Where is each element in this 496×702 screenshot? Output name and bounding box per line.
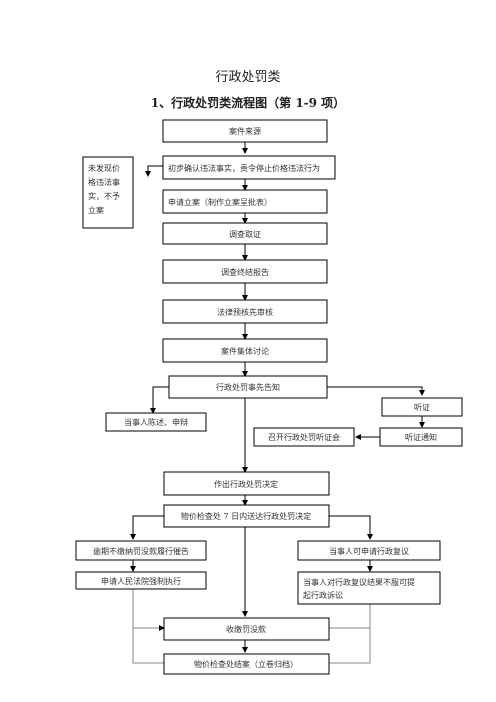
svg-text:格违法事: 格违法事 xyxy=(88,177,120,187)
node-investigate: 调查取证 xyxy=(162,222,328,245)
svg-text:实，不予: 实，不予 xyxy=(88,191,120,201)
node-investigation-report: 调查终结报告 xyxy=(162,259,328,284)
node-overdue-notice: 逾期不缴纳罚没款履行催告 xyxy=(75,540,207,561)
node-confirm-violation: 初步确认违法事实，责令停止价格违法行为 xyxy=(162,155,336,180)
node-case-source: 案件来源 xyxy=(162,119,328,143)
node-close-case: 物价检查处结案（立卷归档） xyxy=(163,653,330,675)
page-subtitle: 1、行政处罚类流程图（第 1-9 项） xyxy=(150,96,346,110)
connectors xyxy=(130,142,425,664)
node-hearing-notice: 听证通知 xyxy=(379,427,463,447)
svg-text:作出行政处罚决定: 作出行政处罚决定 xyxy=(214,479,278,489)
node-court-enforce: 申请人民法院强制执行 xyxy=(75,571,207,590)
node-collective-discussion: 案件集体讨论 xyxy=(162,338,328,363)
svg-text:案件集体讨论: 案件集体讨论 xyxy=(221,346,269,356)
svg-text:物价检查处结案（立卷归档）: 物价检查处结案（立卷归档） xyxy=(194,659,298,669)
svg-text:立案: 立案 xyxy=(88,205,104,215)
svg-text:未发现价: 未发现价 xyxy=(88,163,120,173)
node-hearing: 听证 xyxy=(381,397,463,417)
svg-text:调查取证: 调查取证 xyxy=(229,229,261,239)
svg-text:案件来源: 案件来源 xyxy=(229,126,261,136)
svg-text:当事人陈述、申辩: 当事人陈述、申辩 xyxy=(124,417,188,427)
svg-text:听证: 听证 xyxy=(414,403,430,412)
svg-text:当事人对行政复议结果不服可提: 当事人对行政复议结果不服可提 xyxy=(303,577,415,587)
node-no-violation: 未发现价 格违法事 实，不予 立案 xyxy=(82,156,134,229)
svg-text:调查终结报告: 调查终结报告 xyxy=(221,267,269,277)
svg-text:行政处罚事先告知: 行政处罚事先告知 xyxy=(216,382,280,392)
node-legal-review: 法律预核先审核 xyxy=(162,299,328,324)
node-collect-fine: 收缴罚没款 xyxy=(163,617,330,641)
svg-text:法律预核先审核: 法律预核先审核 xyxy=(217,307,273,317)
node-deliver-decision: 物价检查处 7 日内送达行政处罚决定 xyxy=(163,504,330,528)
node-prior-notice: 行政处罚事先告知 xyxy=(168,375,328,399)
node-hold-hearing: 召开行政处罚听证会 xyxy=(253,427,355,447)
svg-text:初步确认违法事实，责令停止价格违法行为: 初步确认违法事实，责令停止价格违法行为 xyxy=(168,163,320,173)
svg-text:申请人民法院强制执行: 申请人民法院强制执行 xyxy=(101,576,181,586)
svg-text:收缴罚没款: 收缴罚没款 xyxy=(226,624,266,634)
svg-text:申请立案（制作立案呈批表）: 申请立案（制作立案呈批表） xyxy=(168,197,272,207)
page-title: 行政处罚类 xyxy=(215,70,281,85)
svg-text:听证通知: 听证通知 xyxy=(405,432,437,442)
node-lawsuit: 当事人对行政复议结果不服可提 起行政诉讼 xyxy=(297,571,441,605)
svg-text:物价检查处 7 日内送达行政处罚决定: 物价检查处 7 日内送达行政处罚决定 xyxy=(181,511,311,521)
svg-text:当事人可申请行政复议: 当事人可申请行政复议 xyxy=(329,546,409,556)
node-statement-defense: 当事人陈述、申辩 xyxy=(105,412,207,432)
svg-text:召开行政处罚听证会: 召开行政处罚听证会 xyxy=(268,432,340,442)
node-apply-filing: 申请立案（制作立案呈批表） xyxy=(162,189,328,214)
svg-text:起行政诉讼: 起行政诉讼 xyxy=(303,590,343,600)
node-make-decision: 作出行政处罚决定 xyxy=(163,471,330,496)
node-apply-review: 当事人可申请行政复议 xyxy=(297,540,441,561)
svg-text:逾期不缴纳罚没款履行催告: 逾期不缴纳罚没款履行催告 xyxy=(93,546,189,556)
